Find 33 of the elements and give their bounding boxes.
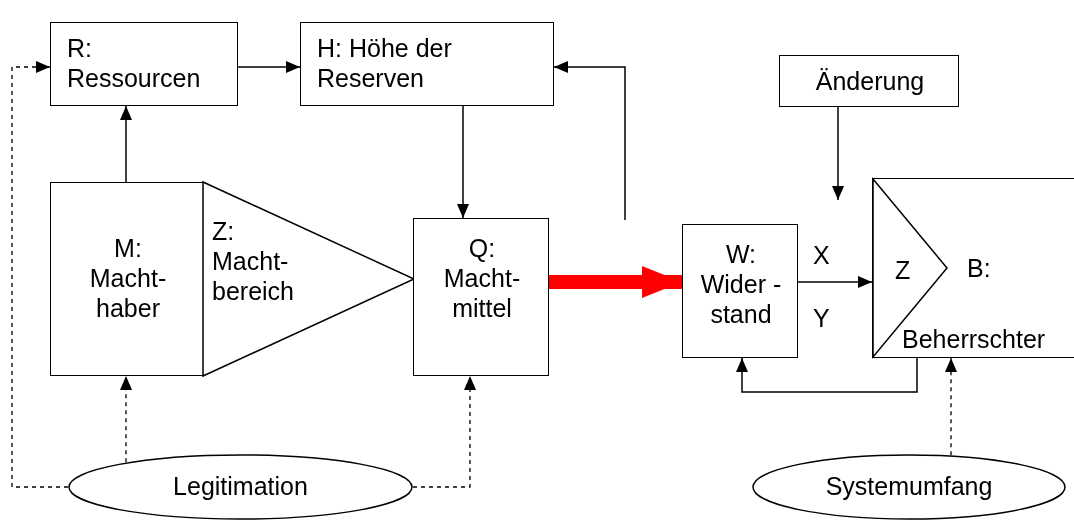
process-box [872,178,1074,358]
thick-arrow [549,266,682,298]
node-label: W: Wider -stand [700,239,782,329]
region-label: Z [895,255,912,285]
arrow [832,106,844,201]
arrow [736,357,918,393]
node-label: H: Höhe der Reserven [317,33,453,93]
ellipse-label: Legitimation [172,471,309,501]
process-box [779,55,959,107]
arrow [553,61,626,221]
arrow [237,61,301,73]
process-box [50,182,204,376]
signal-label: Y [813,303,830,333]
dashed-arrow [11,61,69,488]
process-box [682,224,798,358]
node-label: R: Ressourcen [67,33,202,93]
process-box [413,218,549,376]
node-label: Q: Macht- mittel [442,233,522,323]
arrow [457,105,469,219]
node-label: Änderung [814,66,926,96]
arrow [120,105,132,183]
node-label: B: [967,253,992,283]
process-box [50,22,238,106]
signal-label: X [813,240,830,270]
dashed-arrow [120,375,132,463]
process-box [300,22,554,106]
dashed-arrow [945,357,957,456]
node-label: Beherrschter [902,324,1047,354]
node-label: M: Macht- haber [88,233,168,323]
ellipse-label: Systemumfang [824,471,994,501]
dashed-arrow [412,375,476,488]
arrow [797,276,873,288]
region-label: Z: Macht- bereich [212,216,295,306]
